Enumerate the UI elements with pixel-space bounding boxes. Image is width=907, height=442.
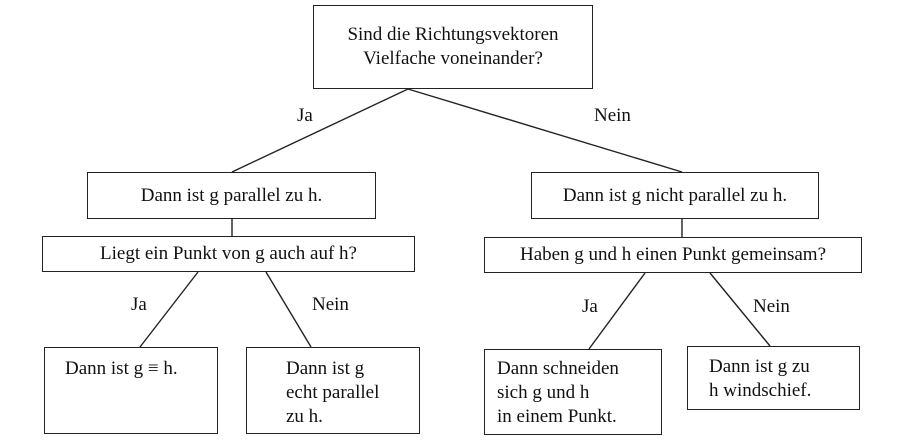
right-question-box: Haben g und h einen Punkt gemeinsam? [484, 237, 862, 273]
edge-left-no [265, 271, 312, 348]
left-yes-label: Ja [131, 294, 147, 315]
right-yes-label: Ja [582, 296, 598, 317]
right-yes-result-box: Dann schneiden sich g und h in einem Pun… [484, 349, 662, 435]
edge-right-no [709, 272, 771, 347]
edge-root-yes [231, 88, 409, 173]
left-no-result-box: Dann ist g echt parallel zu h. [246, 347, 420, 434]
root-no-label: Nein [594, 105, 631, 126]
right-result-box: Dann ist g nicht parallel zu h. [531, 172, 819, 219]
left-yes-result-box: Dann ist g ≡ h. [44, 347, 218, 434]
edge-right-yes [588, 272, 646, 350]
right-no-label: Nein [753, 296, 790, 317]
right-no-result-box: Dann ist g zu h windschief. [687, 346, 860, 410]
left-question-box: Liegt ein Punkt von g auch auf h? [42, 236, 415, 272]
edge-root-no [407, 88, 683, 173]
left-no-label: Nein [312, 294, 349, 315]
root-yes-label: Ja [297, 105, 313, 126]
left-result-box: Dann ist g parallel zu h. [87, 172, 376, 219]
root-question-box: Sind die Richtungsvektoren Vielfache von… [313, 5, 593, 89]
edge-left-yes [139, 271, 199, 348]
